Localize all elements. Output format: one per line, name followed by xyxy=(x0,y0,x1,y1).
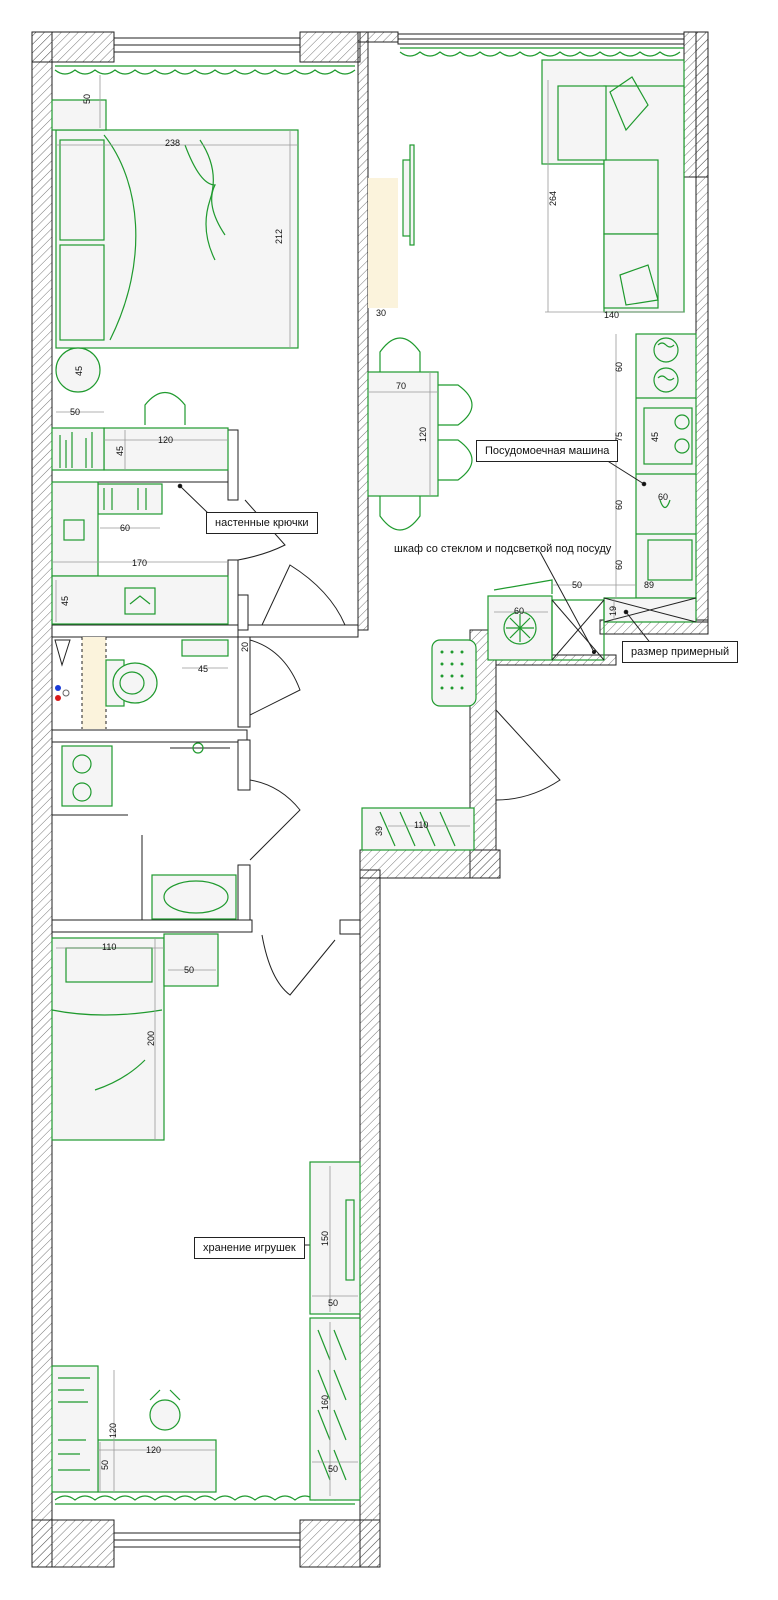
bathroom xyxy=(52,742,237,920)
label-dishwasher: Посудомоечная машина xyxy=(476,440,619,462)
partitions xyxy=(51,429,361,935)
dim-shoe-width: 110 xyxy=(414,820,428,830)
dim-bed-gap: 50 xyxy=(82,94,92,104)
dim-kid-bed-width: 110 xyxy=(102,942,116,952)
dim-kitchen-60a: 60 xyxy=(614,362,624,372)
dim-niche: 19 xyxy=(608,606,618,616)
dim-nightstand: 50 xyxy=(184,965,194,975)
dim-wardrobe-depth: 50 xyxy=(328,1464,338,1474)
dim-kid-bed-length: 200 xyxy=(146,1031,156,1046)
double-bed xyxy=(55,129,299,349)
dim-side-table: 45 xyxy=(74,366,84,376)
dim-toy-cab-depth: 50 xyxy=(328,1298,338,1308)
tv-wall-niche xyxy=(368,178,398,308)
kid-bed xyxy=(51,937,165,1141)
kid-desk xyxy=(51,1365,217,1493)
label-approx-size: размер примерный xyxy=(622,641,739,663)
tv xyxy=(402,144,415,246)
shoe-rack xyxy=(431,639,477,707)
dim-kitchen-60c: 60 xyxy=(614,560,624,570)
entry-shoe-bench xyxy=(361,807,475,851)
dim-kitchen-60b: 60 xyxy=(614,500,624,510)
hall-wardrobe xyxy=(51,481,229,625)
label-glass-cabinet: шкаф со стеклом и подсветкой под посуду xyxy=(394,543,612,555)
kid-bed-dims xyxy=(56,938,216,1140)
sofa-dims xyxy=(545,80,684,313)
dim-shelf: 50 xyxy=(70,407,80,417)
dim-sofa-length: 264 xyxy=(548,191,558,206)
walls xyxy=(31,31,709,1568)
dim-hob: 45 xyxy=(650,432,660,442)
nightstand-round xyxy=(55,347,101,393)
kitchen-dims xyxy=(494,334,636,620)
dim-wc-sink: 45 xyxy=(198,664,208,674)
dim-sofa-depth: 140 xyxy=(604,310,619,320)
toy-cabinet xyxy=(309,1161,361,1315)
dim-sink: 89 xyxy=(644,580,654,590)
windows xyxy=(113,33,685,1548)
curtains xyxy=(54,47,684,1505)
dim-toy-cab-height: 150 xyxy=(320,1231,330,1246)
dim-table-width: 70 xyxy=(396,381,406,391)
dim-dishwasher: 60 xyxy=(658,492,668,502)
dim-bed-width: 238 xyxy=(165,138,180,148)
dim-hall-shelf: 60 xyxy=(120,523,130,533)
kid-cabinet-dims xyxy=(312,1166,358,1496)
dim-kid-desk-height: 120 xyxy=(108,1423,118,1438)
dim-wardrobe-height: 160 xyxy=(320,1395,330,1410)
dim-desk-width: 120 xyxy=(158,435,173,445)
desk-bedroom xyxy=(51,391,229,471)
doors xyxy=(237,499,561,996)
bed-bench xyxy=(51,99,107,131)
dim-kid-desk-width: 120 xyxy=(146,1445,161,1455)
dim-kitchen-75: 75 xyxy=(614,432,624,442)
wc-room xyxy=(54,637,229,729)
counter-return xyxy=(603,597,697,623)
corner-sofa xyxy=(541,59,685,313)
label-toys: хранение игрушек xyxy=(194,1237,305,1259)
hall-dimension-lines xyxy=(52,527,228,622)
dim-table-length: 120 xyxy=(418,427,428,442)
dim-hall-wardrobe-depth: 45 xyxy=(60,596,70,606)
dim-counter: 50 xyxy=(572,580,582,590)
kitchen-run xyxy=(635,333,697,599)
dim-bed-length: 212 xyxy=(274,229,284,244)
glass-cabinet-fridge xyxy=(487,579,605,661)
dim-desk-depth: 45 xyxy=(115,446,125,456)
kid-nightstand xyxy=(163,933,219,987)
bedroom-dimension-lines xyxy=(56,75,298,470)
kid-desk-dims xyxy=(98,1370,216,1492)
dim-wall-20: 20 xyxy=(240,642,250,652)
kid-wardrobe xyxy=(309,1317,361,1501)
table-dims xyxy=(368,372,438,496)
dining-table xyxy=(367,337,473,531)
dim-fridge: 60 xyxy=(514,606,524,616)
dim-shoe-depth: 39 xyxy=(374,826,384,836)
label-hooks: настенные крючки xyxy=(206,512,318,534)
dim-hall-wardrobe: 170 xyxy=(132,558,147,568)
dim-kid-desk-depth: 50 xyxy=(100,1460,110,1470)
dim-tv-wall: 30 xyxy=(376,308,386,318)
